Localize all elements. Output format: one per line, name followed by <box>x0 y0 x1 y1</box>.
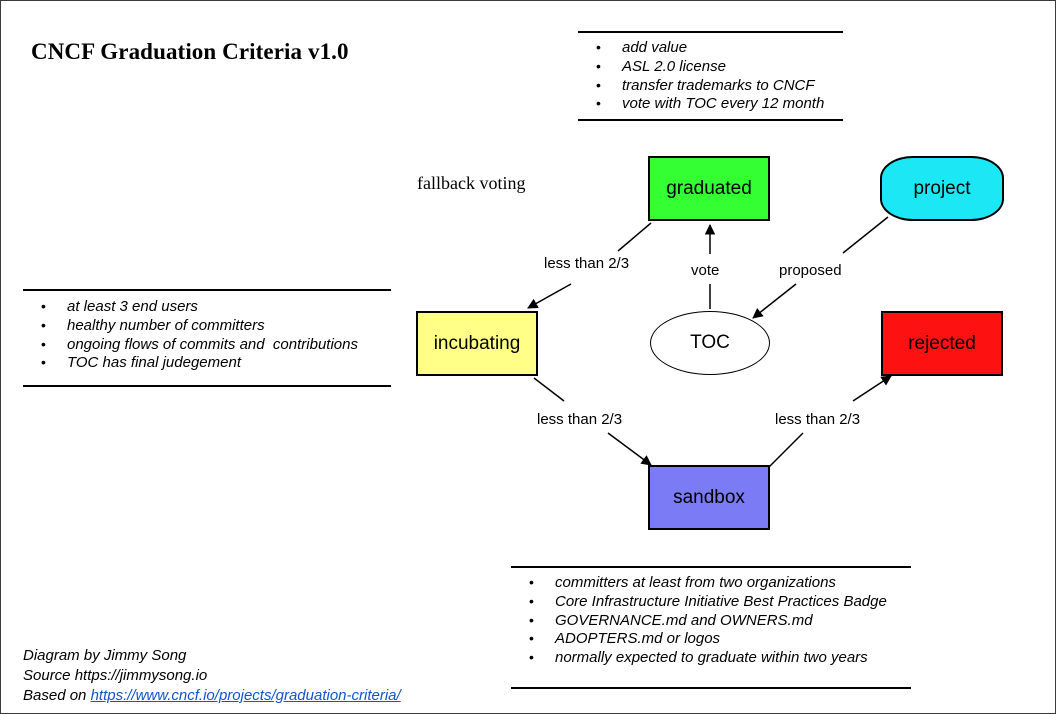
footer-line-source: Source https://jimmysong.io <box>23 667 208 684</box>
node-incubating[interactable]: incubating <box>416 311 538 376</box>
note-block-graduation-requirements: add value ASL 2.0 license transfer trade… <box>578 31 843 122</box>
node-label: TOC <box>690 332 730 353</box>
label-sandbox-to-rejected: less than 2/3 <box>775 411 861 428</box>
list-item: ASL 2.0 license <box>578 57 843 77</box>
cncf-criteria-link[interactable]: https://www.cncf.io/projects/graduation-… <box>90 687 401 704</box>
note-list-left: at least 3 end users healthy number of c… <box>23 291 391 385</box>
note-list-top: add value ASL 2.0 license transfer trade… <box>578 33 843 119</box>
node-graduated[interactable]: graduated <box>648 156 770 221</box>
note-block-incubating-criteria: at least 3 end users healthy number of c… <box>23 289 391 388</box>
node-label: incubating <box>433 332 521 354</box>
node-project[interactable]: project <box>880 156 1004 221</box>
list-item: healthy number of committers <box>23 316 391 336</box>
list-item: ADOPTERS.md or logos <box>511 629 911 649</box>
node-label: graduated <box>666 177 752 199</box>
note-list-bottom: committers at least from two organizatio… <box>511 568 911 687</box>
list-item: transfer trademarks to CNCF <box>578 76 843 96</box>
node-sandbox[interactable]: sandbox <box>648 465 770 530</box>
footer-line-author: Diagram by Jimmy Song <box>23 647 187 664</box>
node-toc[interactable]: TOC <box>650 311 770 375</box>
node-label: sandbox <box>673 486 745 508</box>
footer-based-on-prefix: Based on <box>23 687 91 704</box>
node-label: rejected <box>908 332 976 354</box>
label-graduated-to-incubating: less than 2/3 <box>544 255 630 272</box>
list-item: committers at least from two organizatio… <box>511 573 911 593</box>
list-item: TOC has final judegement <box>23 353 391 373</box>
list-item: ongoing flows of commits and contributio… <box>23 335 391 355</box>
list-item: vote with TOC every 12 month <box>578 94 843 114</box>
label-toc-to-graduated: vote <box>691 262 720 279</box>
footer-line-based-on: Based on https://www.cncf.io/projects/gr… <box>23 686 401 706</box>
label-incubating-to-sandbox: less than 2/3 <box>537 411 623 428</box>
list-item: Core Infrastructure Initiative Best Prac… <box>511 592 911 612</box>
list-item: at least 3 end users <box>23 297 391 317</box>
list-item: add value <box>578 38 843 58</box>
label-fallback-voting: fallback voting <box>417 173 526 193</box>
footer-attribution: Diagram by Jimmy Song Source https://jim… <box>23 646 401 706</box>
label-project-to-toc: proposed <box>779 262 842 279</box>
note-block-sandbox-criteria: committers at least from two organizatio… <box>511 566 911 689</box>
node-label: project <box>913 177 971 199</box>
list-item: GOVERNANCE.md and OWNERS.md <box>511 611 911 631</box>
node-rejected[interactable]: rejected <box>881 311 1003 376</box>
list-item: normally expected to graduate within two… <box>511 648 911 668</box>
page-title: CNCF Graduation Criteria v1.0 <box>31 39 349 64</box>
